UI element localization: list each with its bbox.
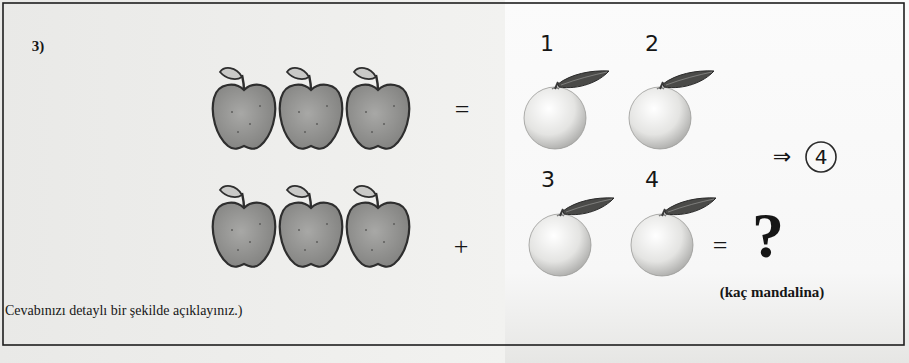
question-mark: ?: [752, 201, 784, 271]
equals-sign: =: [713, 232, 728, 261]
instruction-text: Cevabınızı detaylı bir şekilde açıklayın…: [5, 303, 243, 318]
handwritten-answer: 4: [815, 146, 828, 168]
handwritten-count: 3: [541, 168, 555, 192]
equals-sign: =: [455, 96, 470, 125]
handwritten-count: 2: [645, 32, 659, 56]
handwritten-count: 1: [540, 32, 554, 56]
hint-text: (kaç mandalina): [720, 284, 825, 301]
question-number: 3): [32, 38, 45, 55]
handwritten-arrow: ⇒: [773, 145, 791, 169]
plus-sign: +: [454, 233, 469, 262]
handwritten-count: 4: [645, 168, 659, 192]
